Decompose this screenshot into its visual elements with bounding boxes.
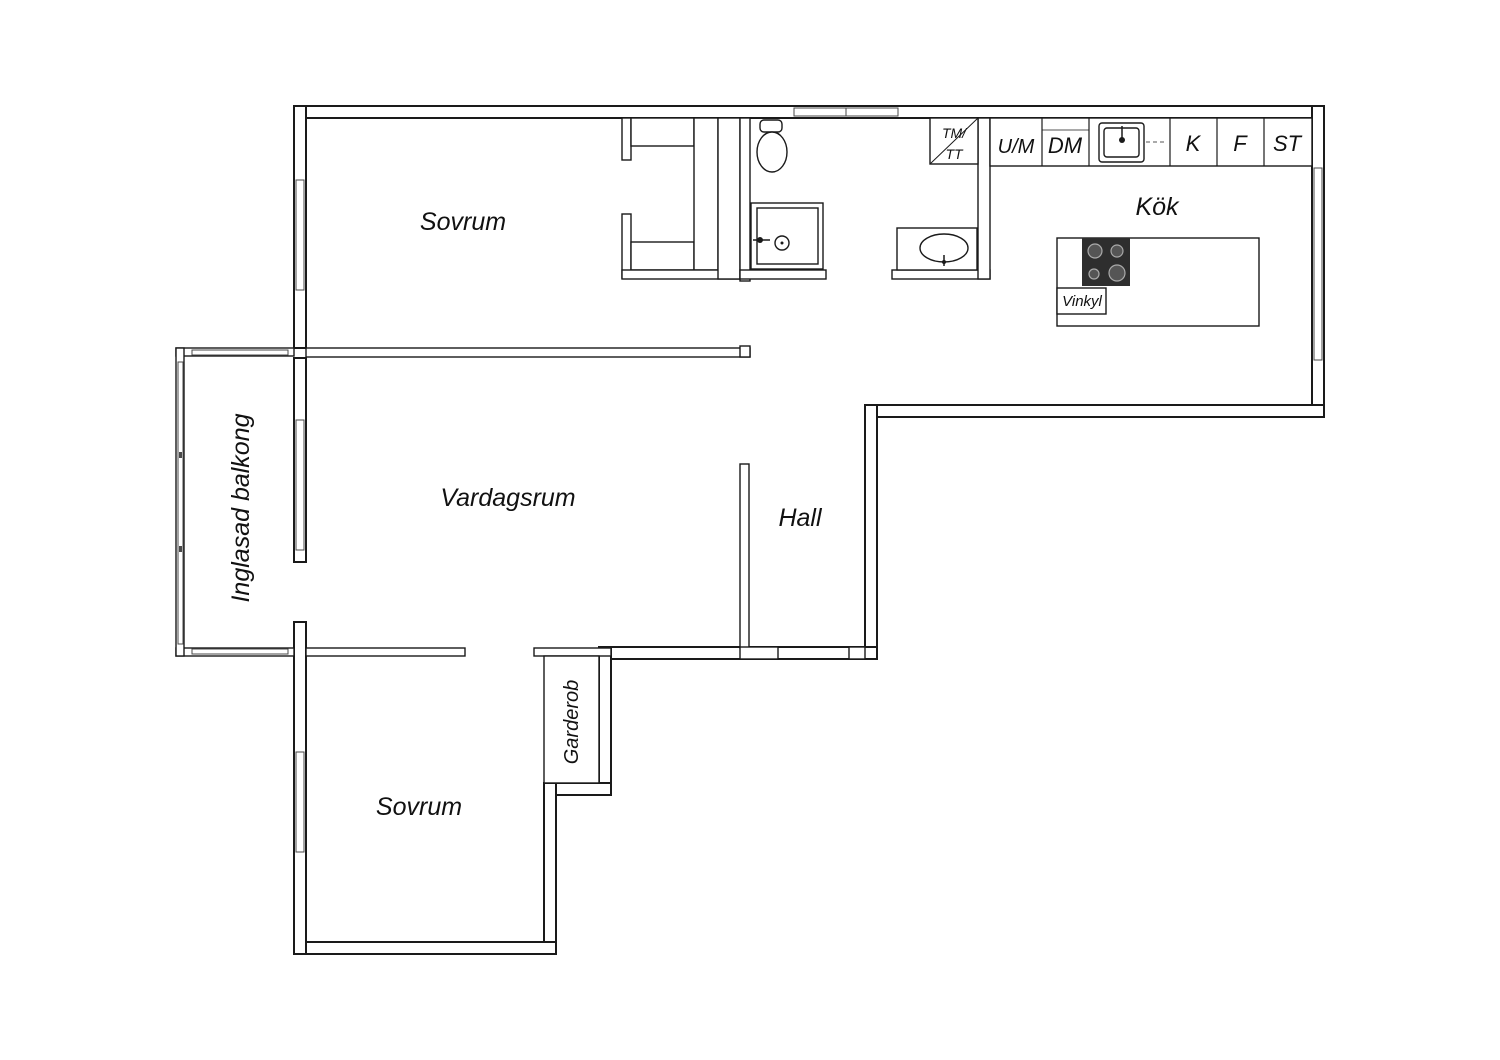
bathroom-sink-icon: [896, 227, 978, 271]
washer-dryer-box: TM/ TT: [929, 117, 979, 165]
window-livingroom: [295, 419, 305, 551]
k-label: K: [1186, 131, 1202, 156]
tm-label-line2: TT: [945, 146, 964, 162]
shower-icon: [750, 202, 824, 270]
st-label: ST: [1273, 131, 1303, 156]
outer-walls: [293, 105, 1325, 955]
room-label-vardagsrum: Vardagsrum: [440, 484, 575, 512]
room-label-hall: Hall: [778, 504, 823, 532]
window-bedroom-top: [295, 179, 305, 291]
window-kitchen: [1313, 167, 1323, 361]
kitchen-island: Vinkyl: [1056, 237, 1260, 327]
kitchen: U/M DM K F ST Vinkyl: [989, 117, 1313, 327]
wine-cooler-box: [1056, 287, 1107, 315]
room-label-garderob: Garderob: [561, 680, 583, 765]
um-label: U/M: [998, 136, 1035, 158]
windows: [295, 107, 1323, 853]
f-label: F: [1233, 131, 1248, 156]
room-label-sovrum-top: Sovrum: [420, 208, 506, 236]
balcony: [175, 347, 295, 657]
interior-walls: [305, 117, 991, 660]
vinkyl-label: Vinkyl: [1062, 293, 1102, 310]
garderob-box: [543, 655, 600, 784]
toilet-icon: [756, 119, 788, 173]
room-label-sovrum-bottom: Sovrum: [376, 793, 462, 821]
kitchen-sink-icon: [1098, 122, 1166, 163]
tm-label-line1: TM/: [942, 125, 968, 141]
room-label-balkong: Inglasad balkong: [227, 413, 255, 602]
stove-icon: [1082, 238, 1130, 286]
room-labels: Sovrum Vardagsrum Sovrum Kök Hall Inglas…: [227, 193, 1180, 821]
bathroom-fixtures: TM/ TT: [750, 117, 979, 271]
dm-label: DM: [1048, 133, 1083, 158]
window-bedroom-bottom: [295, 751, 305, 853]
kitchen-counter: [989, 117, 1313, 167]
room-label-kok: Kök: [1135, 193, 1180, 221]
